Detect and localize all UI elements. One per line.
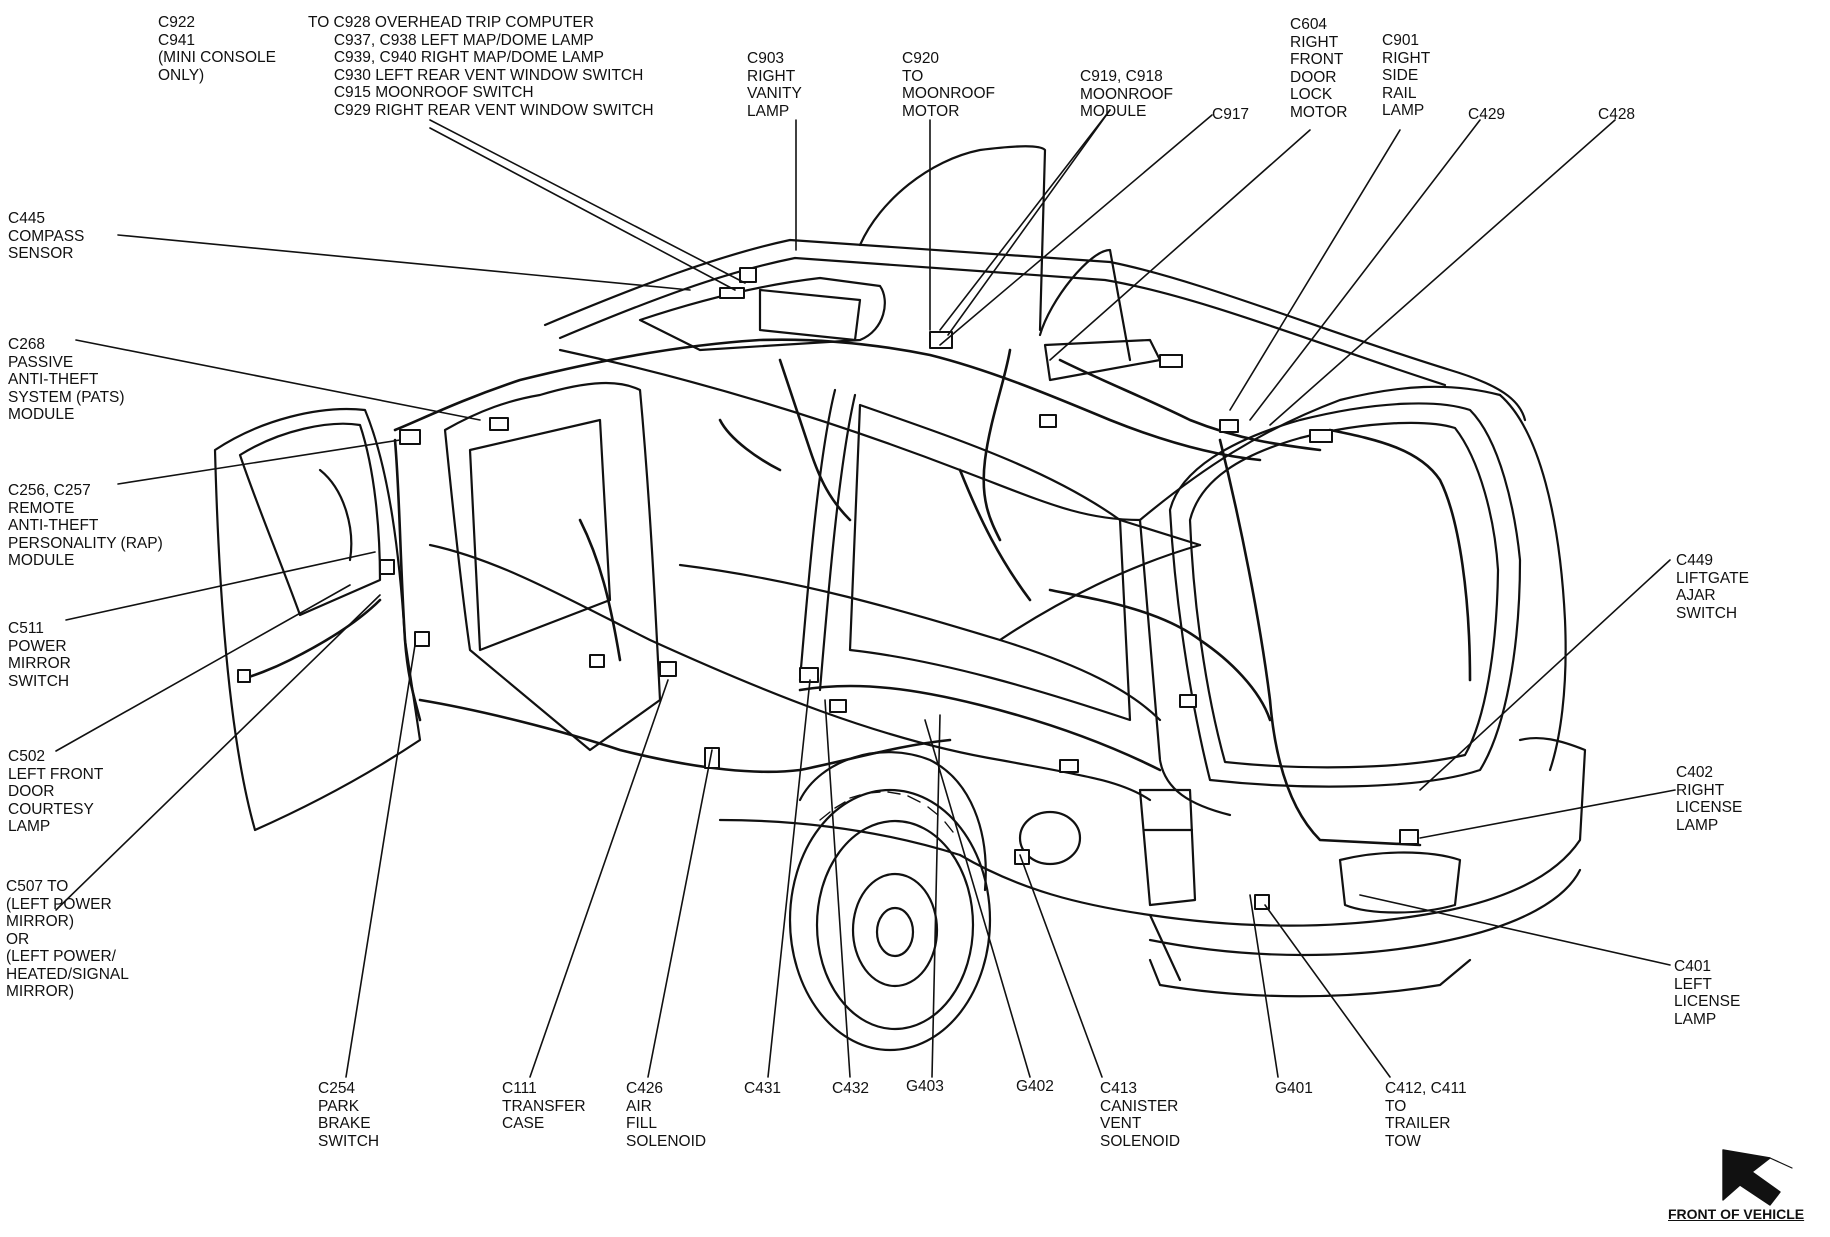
label-c426: C426 AIR FILL SOLENOID: [626, 1080, 707, 1150]
label-c917: C917: [1212, 106, 1250, 123]
label-c413: C413 CANISTER VENT SOLENOID: [1100, 1080, 1181, 1150]
label-c445: C445 COMPASS SENSOR: [8, 210, 85, 262]
label-c401: C401 LEFT LICENSE LAMP: [1674, 958, 1741, 1028]
label-c429: C429: [1468, 106, 1506, 123]
label-c502: C502 LEFT FRONT DOOR COURTESY LAMP: [8, 748, 104, 835]
label-c254: C254 PARK BRAKE SWITCH: [318, 1080, 380, 1150]
vehicle-body-outline: [213, 145, 1587, 1052]
label-c928-group: TO C928 OVERHEAD TRIP COMPUTER C937, C93…: [308, 14, 654, 119]
label-c268: C268 PASSIVE ANTI-THEFT SYSTEM (PATS) MO…: [8, 336, 125, 423]
label-g401: G401: [1275, 1080, 1313, 1097]
label-c428: C428: [1598, 106, 1636, 123]
label-c903: C903 RIGHT VANITY LAMP: [747, 50, 802, 120]
label-c431: C431: [744, 1080, 782, 1097]
front-of-vehicle-arrow-icon: [1722, 1149, 1793, 1206]
front-of-vehicle-label: FRONT OF VEHICLE: [1668, 1206, 1805, 1222]
callout-leader-lines: [55, 109, 1676, 1078]
wiring-harness: [238, 338, 1472, 847]
label-g403: G403: [906, 1078, 944, 1095]
label-c402: C402 RIGHT LICENSE LAMP: [1676, 764, 1743, 834]
label-c511: C511 POWER MIRROR SWITCH: [8, 620, 71, 690]
label-c901: C901 RIGHT SIDE RAIL LAMP: [1382, 32, 1431, 119]
label-c919-c918: C919, C918 MOONROOF MODULE: [1080, 68, 1173, 120]
harness-connectors: [237, 267, 1419, 910]
label-c412-c411: C412, C411 TO TRAILER TOW: [1385, 1080, 1467, 1150]
label-c920: C920 TO MOONROOF MOTOR: [902, 50, 995, 120]
label-c449: C449 LIFTGATE AJAR SWITCH: [1676, 552, 1749, 622]
label-g402: G402: [1016, 1078, 1054, 1095]
label-c922: C922 C941 (MINI CONSOLE ONLY): [158, 14, 276, 84]
label-c432: C432: [832, 1080, 870, 1097]
label-c604: C604 RIGHT FRONT DOOR LOCK MOTOR: [1290, 16, 1348, 121]
label-c507: C507 TO (LEFT POWER MIRROR) OR (LEFT POW…: [6, 878, 129, 1000]
label-c256-c257: C256, C257 REMOTE ANTI-THEFT PERSONALITY…: [8, 482, 163, 569]
label-c111: C111 TRANSFER CASE: [502, 1080, 586, 1132]
